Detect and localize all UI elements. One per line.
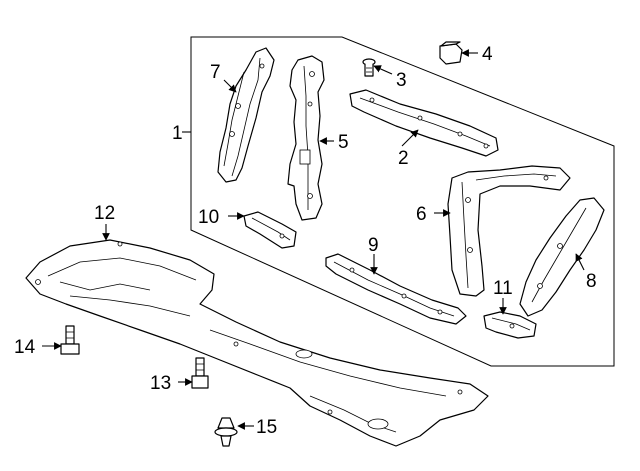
- part-13-bolt[interactable]: [191, 357, 209, 389]
- callout-15: 15: [256, 417, 277, 438]
- callout-labels: 1 2 3 4 5 6 7 8 9 10 11 12 13 14 15: [14, 44, 597, 438]
- callout-10: 10: [198, 207, 219, 228]
- part-9-cross-member[interactable]: [325, 253, 467, 325]
- callout-9: 9: [368, 235, 379, 256]
- callout-5: 5: [338, 132, 349, 153]
- part-7-bracket[interactable]: [217, 47, 275, 183]
- part-4-clip[interactable]: [439, 41, 463, 65]
- callout-7: 7: [210, 62, 221, 83]
- part-14-bolt[interactable]: [60, 325, 80, 355]
- part-8-bracket[interactable]: [519, 197, 605, 317]
- part-10-bracket[interactable]: [243, 211, 297, 249]
- part-11-bracket[interactable]: [483, 311, 537, 339]
- part-6-upright[interactable]: [447, 165, 571, 297]
- callout-2: 2: [398, 148, 409, 169]
- callout-11: 11: [493, 278, 513, 299]
- leader-lines: [42, 49, 585, 430]
- callout-8: 8: [586, 271, 597, 292]
- callout-3: 3: [396, 70, 407, 91]
- callout-12: 12: [94, 203, 115, 224]
- part-15-clip[interactable]: [214, 417, 238, 447]
- part-12-under-cover[interactable]: [25, 239, 489, 447]
- part-3-bolt[interactable]: [362, 58, 376, 77]
- callout-13: 13: [150, 373, 171, 394]
- part-5-upright[interactable]: [287, 55, 325, 221]
- part-2-cross-member[interactable]: [349, 89, 499, 157]
- callout-6: 6: [416, 204, 427, 225]
- callout-4: 4: [482, 44, 493, 65]
- callout-1: 1: [172, 123, 183, 144]
- callout-14: 14: [14, 337, 36, 358]
- assembly-frame: [190, 36, 615, 367]
